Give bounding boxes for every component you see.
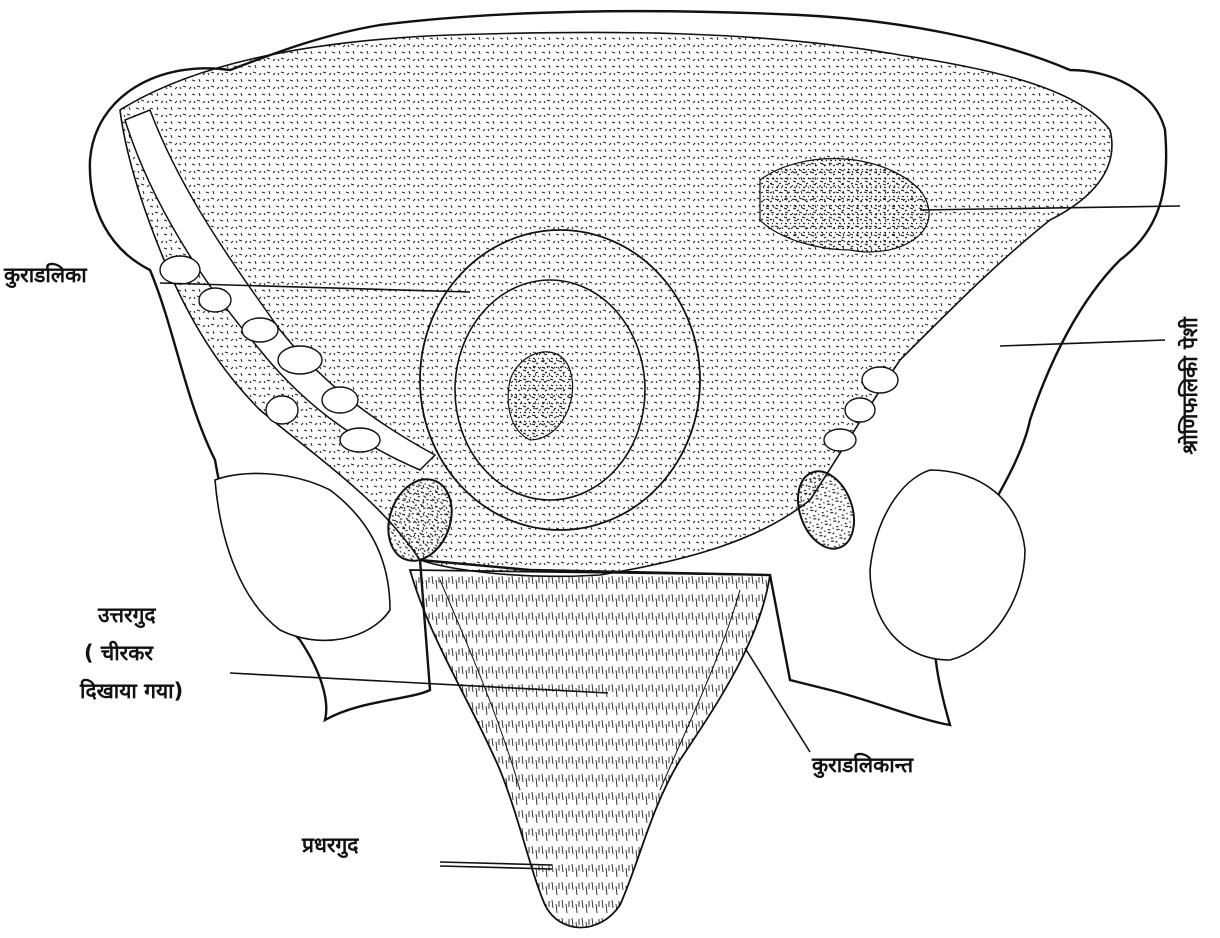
label-uttargud-note-2: दिखाया गया)	[80, 678, 183, 704]
label-shroni-wrapper: श्रोणिफलिकी पेशी	[1166, 236, 1214, 536]
label-adhargud: प्रधरगुद	[302, 832, 358, 858]
label-kundalikant: कुराडलिकान्त	[812, 752, 913, 778]
label-uttargud-note-1: ( चीरकर	[84, 640, 153, 666]
anal-canal	[410, 570, 770, 928]
label-uttargud: उत्तरगुद	[98, 602, 156, 628]
label-shroni-peshi: श्रोणिफलिकी पेशी	[1176, 317, 1204, 454]
label-kundalika: कुराडलिका	[4, 262, 87, 288]
